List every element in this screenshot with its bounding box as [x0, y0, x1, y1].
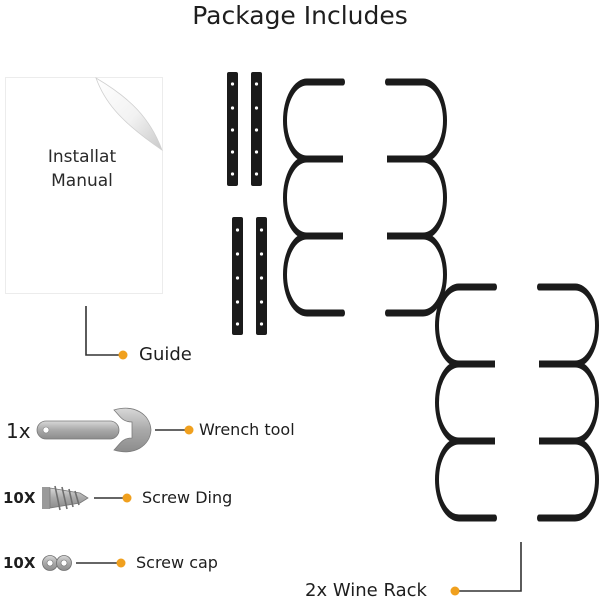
- screw-callout-line: [94, 493, 132, 503]
- screw-anchor-icon: [42, 485, 89, 511]
- manual-line-1: Installat: [47, 147, 117, 167]
- guide-callout-line: [85, 306, 128, 360]
- wrench-label: Wrench tool: [199, 420, 295, 439]
- manual-line-2: Manual: [51, 171, 113, 191]
- cap-callout-line: [76, 558, 126, 568]
- wrench-callout-line: [155, 425, 194, 435]
- wine-rack-name: Wine Rack: [332, 580, 427, 601]
- cap-label: Screw cap: [136, 553, 218, 572]
- guide-label: Guide: [139, 344, 192, 365]
- wine-rack-1: [285, 82, 445, 313]
- wrench-icon: [36, 407, 152, 453]
- wine-rack-quantity: 2x: [305, 580, 328, 601]
- screw-cap-icon: [42, 555, 72, 571]
- manual-cover-text: Installat Manual: [22, 145, 142, 193]
- bracket-holes: [230, 82, 264, 326]
- page-title: Package Includes: [192, 1, 408, 30]
- wine-rack-callout-line: [450, 542, 522, 596]
- page-curl: [95, 77, 163, 152]
- screw-quantity: 10X: [3, 489, 36, 507]
- wine-rack-label: 2x Wine Rack: [305, 580, 427, 602]
- screw-label: Screw Ding: [142, 488, 233, 507]
- wrench-quantity: 1x: [6, 419, 31, 443]
- wine-rack-2: [437, 287, 597, 518]
- mounting-brackets: [227, 72, 267, 335]
- cap-quantity: 10X: [3, 554, 36, 572]
